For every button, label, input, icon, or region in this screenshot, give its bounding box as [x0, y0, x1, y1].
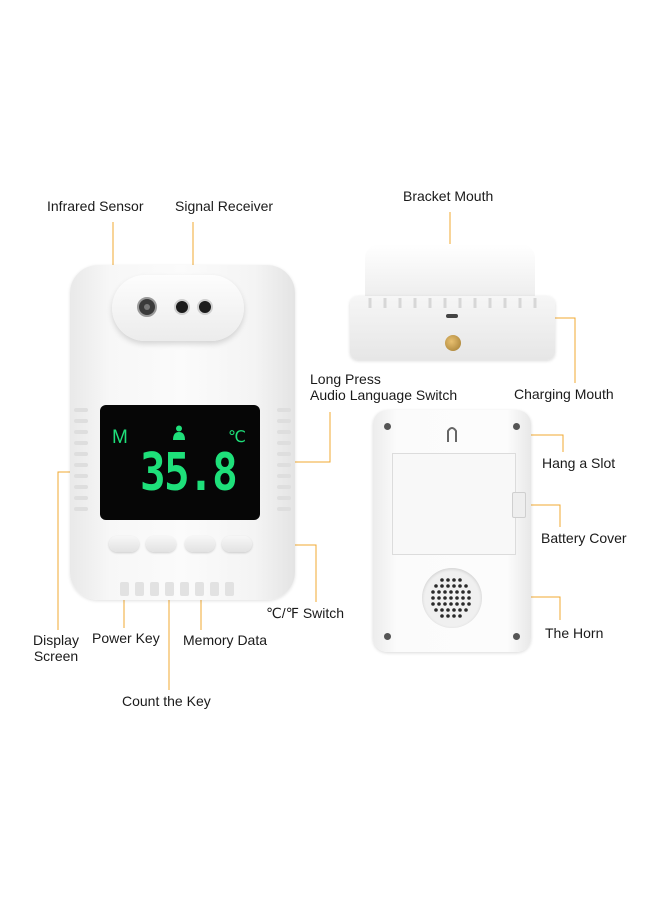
- screw-bottom-left-icon: [384, 633, 391, 640]
- label-hang-a-slot: Hang a Slot: [542, 455, 616, 471]
- right-grip-ribs: [277, 408, 291, 518]
- label-signal-receiver: Signal Receiver: [175, 198, 274, 214]
- left-grip-ribs: [74, 408, 88, 518]
- memory-data-button[interactable]: [185, 536, 215, 552]
- label-screen: Screen: [33, 648, 79, 664]
- power-key-button[interactable]: [109, 536, 139, 552]
- speaker-holes-icon: [431, 578, 471, 618]
- top-view-cap: [365, 244, 535, 298]
- label-infrared-sensor: Infrared Sensor: [47, 198, 144, 214]
- label-memory-data: Memory Data: [183, 632, 268, 648]
- label-unit-switch: ℃/℉ Switch: [266, 605, 345, 621]
- count-key-button[interactable]: [146, 536, 176, 552]
- lcd-mode-indicator: M: [112, 427, 128, 448]
- hang-slot-icon: [447, 427, 457, 442]
- lcd-temperature-reading: 35.8: [140, 443, 238, 503]
- lcd-unit-indicator: ℃: [228, 429, 246, 446]
- label-display: Display: [33, 632, 79, 648]
- label-charging-mouth: Charging Mouth: [514, 386, 614, 402]
- label-power-key: Power Key: [92, 630, 160, 646]
- unit-switch-button[interactable]: [222, 536, 252, 552]
- label-audio-language-switch: Audio Language Switch: [310, 387, 458, 403]
- signal-receiver-left-icon: [174, 299, 190, 315]
- label-bracket-mouth: Bracket Mouth: [403, 188, 494, 204]
- lcd-display-screen: M ℃ 35.8: [100, 405, 260, 520]
- sensor-lenses: [137, 297, 213, 317]
- label-count-the-key: Count the Key: [122, 693, 211, 709]
- battery-cover: [392, 453, 516, 555]
- label-battery-cover: Battery Cover: [541, 530, 627, 546]
- label-long-press: Long Press: [310, 371, 381, 387]
- label-the-horn: The Horn: [545, 625, 604, 641]
- screw-top-left-icon: [384, 423, 391, 430]
- screw-top-right-icon: [513, 423, 520, 430]
- battery-latch: [512, 492, 526, 518]
- bracket-mouth-screw-icon: [445, 335, 461, 351]
- charging-port-icon: [446, 314, 458, 318]
- screw-bottom-right-icon: [513, 633, 520, 640]
- signal-receiver-right-icon: [197, 299, 213, 315]
- top-view-ridges: [368, 298, 537, 308]
- person-icon: [173, 425, 185, 440]
